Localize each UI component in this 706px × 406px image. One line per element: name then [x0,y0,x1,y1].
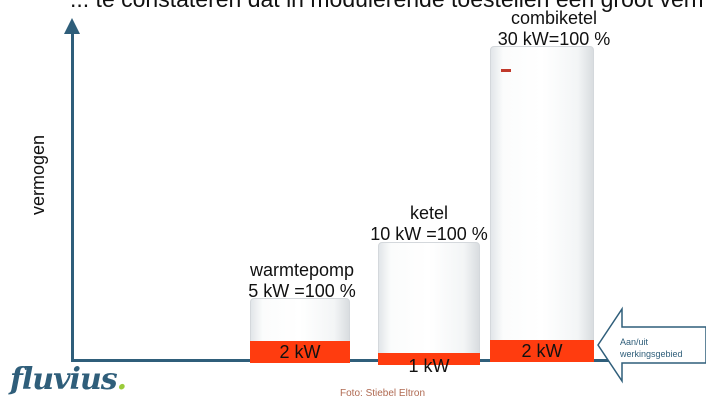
logo-dot: . [116,362,128,397]
y-axis-arrowhead-icon [64,18,80,34]
caption-ketel: ketel 10 kW =100 % [346,203,512,245]
left-pointing-arrow-icon [597,306,706,384]
device-name: warmtepomp [249,260,355,280]
min-power-label: 1 kW [408,356,450,376]
logo-wordmark: fluvius [10,362,118,397]
device-name: combiketel [510,8,598,28]
min-power-label: 2 kW [521,341,563,361]
device-capacity: 5 kW =100 % [248,281,356,301]
min-power-bar-ketel: 1 kW [378,353,480,376]
y-axis-label: vermogen [28,134,48,215]
callout-text: Aan/uit werkingsgebied [620,336,706,360]
combiketel-image [490,46,594,357]
device-name: ketel [409,203,449,223]
y-axis [71,32,74,362]
brand-mark-icon [501,69,511,72]
min-power-label: 2 kW [279,342,321,362]
caption-warmtepomp: warmtepomp 5 kW =100 % [222,260,382,302]
device-capacity: 10 kW =100 % [370,224,488,244]
min-power-bar-combiketel: 2 kW [490,340,594,362]
fluvius-logo: fluvius. [10,362,128,397]
slide-title-fragment: ... te constateren dat in modulerende to… [70,0,706,13]
caption-combiketel: combiketel 30 kW=100 % [478,8,630,50]
photo-credit: Foto: Stiebel Eltron [340,388,426,399]
ketel-image [378,242,480,356]
callout-line-1: Aan/uit [620,337,649,347]
callout-line-2: werkingsgebied [620,349,683,359]
min-power-bar-warmtepomp: 2 kW [250,341,350,363]
device-capacity: 30 kW=100 % [497,29,611,49]
